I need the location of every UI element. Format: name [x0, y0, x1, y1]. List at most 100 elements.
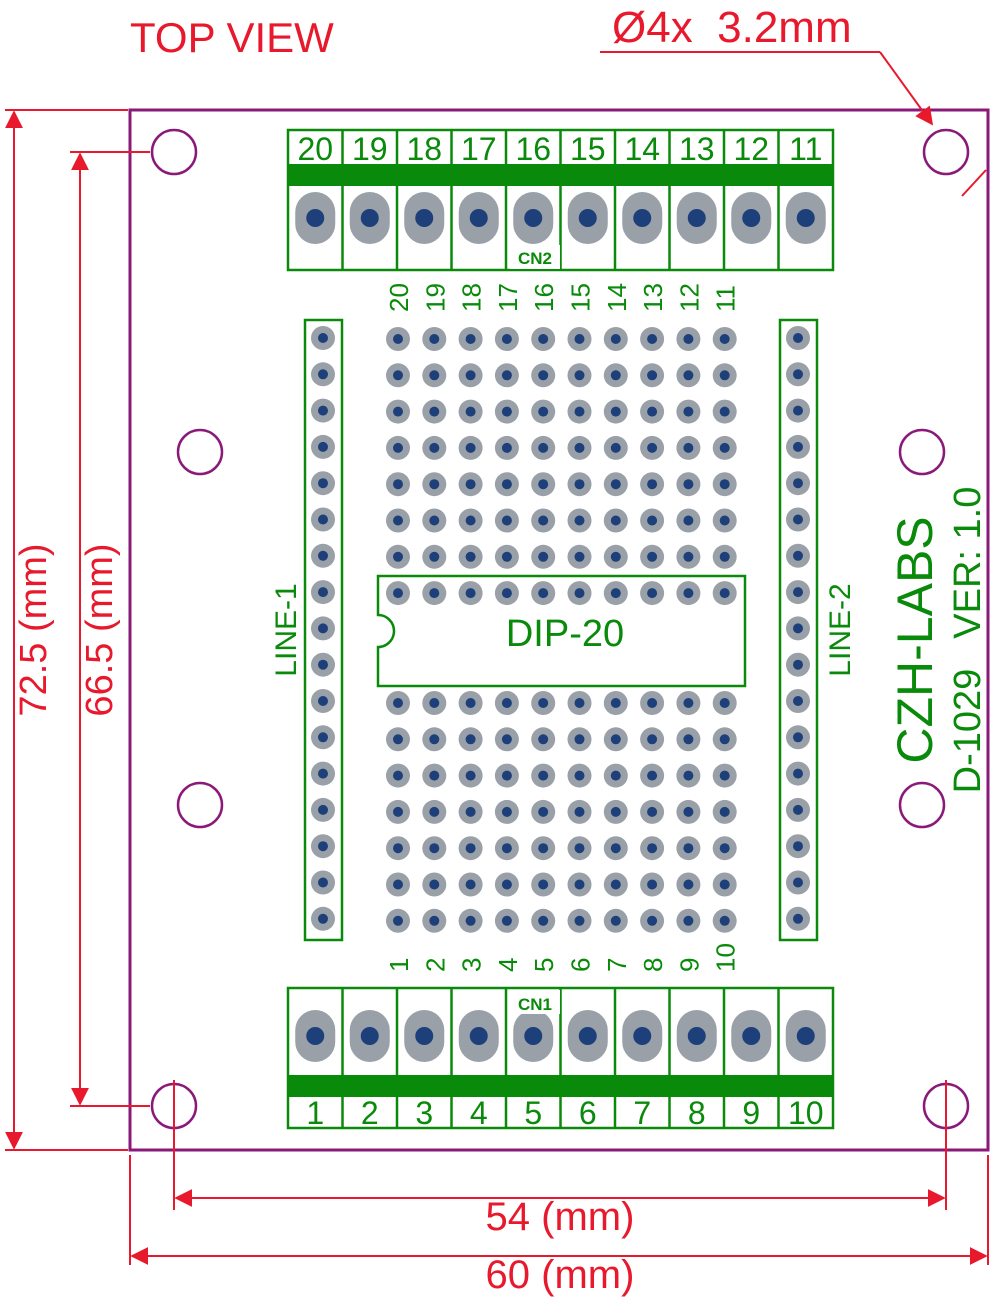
proto-pad	[386, 763, 410, 788]
proto-pad	[603, 727, 628, 752]
grid-column-label-top: 17	[493, 283, 523, 312]
proto-pad	[640, 836, 665, 861]
proto-pad	[640, 691, 665, 715]
line-2-pad	[786, 870, 810, 895]
dimension-lines	[5, 51, 989, 1265]
cn1-pin-label: 1	[306, 1095, 324, 1131]
proto-pad	[640, 544, 665, 569]
proto-pad	[676, 472, 701, 497]
proto-pad	[531, 363, 556, 388]
dip-20-outline	[376, 574, 747, 688]
cn1-pin-label: 6	[579, 1095, 597, 1131]
side-hole-right-lower	[898, 781, 946, 829]
grid-column-label-bottom: 4	[493, 958, 523, 972]
cn2-pin-label: 20	[297, 131, 333, 167]
proto-pad	[676, 399, 701, 424]
grid-column-label-top: 15	[566, 283, 596, 312]
proto-pad	[603, 799, 628, 824]
proto-pad	[531, 399, 556, 424]
proto-pad	[567, 763, 592, 788]
proto-pad	[567, 872, 592, 897]
line-2-pad	[786, 362, 810, 387]
line-1-outline	[303, 318, 344, 942]
proto-pad	[422, 544, 447, 569]
proto-pad	[494, 908, 519, 933]
view-label: TOP VIEW	[130, 14, 334, 61]
proto-pad	[676, 763, 701, 788]
proto-pad	[386, 472, 410, 497]
grid-column-label-bottom: 5	[529, 958, 559, 972]
proto-pad	[531, 472, 556, 497]
proto-pad	[458, 399, 483, 424]
brand-name: CZH-LABS	[887, 516, 943, 763]
line-1-pad	[311, 543, 335, 568]
proto-pad	[458, 763, 483, 788]
proto-pad	[422, 508, 447, 533]
proto-pad	[531, 763, 556, 788]
line-1-pad	[311, 471, 335, 496]
proto-pad	[640, 872, 665, 897]
proto-pad	[567, 691, 592, 715]
proto-pad	[422, 435, 447, 460]
proto-pad	[422, 472, 447, 497]
side-hole-right-upper	[898, 428, 946, 476]
mounting-hole-top-left	[150, 128, 198, 176]
line-1-pad	[311, 761, 335, 786]
proto-pad	[712, 799, 737, 824]
proto-pad	[603, 508, 628, 533]
cn1-pin-label: 5	[524, 1095, 542, 1131]
proto-pad	[567, 435, 592, 460]
proto-pad	[676, 363, 701, 388]
proto-pad	[712, 327, 737, 351]
proto-pad	[386, 399, 410, 424]
line-2-label: LINE-2	[824, 583, 857, 676]
proto-pad	[567, 727, 592, 752]
proto-pad	[494, 544, 519, 569]
cn1-pin-label: 2	[361, 1095, 379, 1131]
proto-pad	[458, 836, 483, 861]
cn2-pin-label: 17	[461, 131, 497, 167]
proto-pad	[712, 872, 737, 897]
line-2-pad	[786, 326, 810, 350]
grid-column-label-top: 18	[457, 283, 487, 312]
proto-pad	[458, 508, 483, 533]
proto-pad	[603, 908, 628, 933]
line-2-pad	[786, 652, 810, 677]
proto-pad	[567, 472, 592, 497]
line-2-outline	[778, 318, 819, 942]
proto-pad	[676, 908, 701, 933]
model-number: D-1029	[947, 669, 989, 794]
side-hole-left-lower	[176, 781, 224, 829]
line-1-pad	[311, 870, 335, 895]
cn1-screw-pad	[567, 1010, 608, 1062]
proto-pad	[422, 691, 447, 715]
proto-pad	[422, 872, 447, 897]
line-1-label: LINE-1	[270, 583, 303, 676]
proto-pad	[640, 581, 665, 606]
proto-pad	[640, 908, 665, 933]
proto-pad	[603, 544, 628, 569]
proto-pad	[386, 727, 410, 752]
cn2-screw-pad	[404, 192, 445, 244]
line-2-pad	[786, 398, 810, 423]
proto-pad	[712, 727, 737, 752]
proto-pad	[676, 691, 701, 715]
proto-pad	[603, 872, 628, 897]
hole-spec: Ø4x 3.2mm	[612, 3, 852, 52]
proto-pad	[458, 363, 483, 388]
proto-pad	[494, 763, 519, 788]
cn2-pin-label: 19	[352, 131, 388, 167]
dip-label: DIP-20	[506, 613, 624, 655]
proto-pad	[712, 472, 737, 497]
proto-pad	[494, 872, 519, 897]
proto-pad	[712, 836, 737, 861]
dim-height-outer: 72.5 (mm)	[13, 543, 55, 716]
proto-pad	[386, 327, 410, 351]
cn2-pin-label: 16	[515, 131, 551, 167]
proto-pad	[676, 544, 701, 569]
line-1-pad	[311, 725, 335, 750]
proto-pad	[458, 908, 483, 933]
proto-pad	[494, 836, 519, 861]
dim-height-inner: 66.5 (mm)	[79, 543, 121, 716]
